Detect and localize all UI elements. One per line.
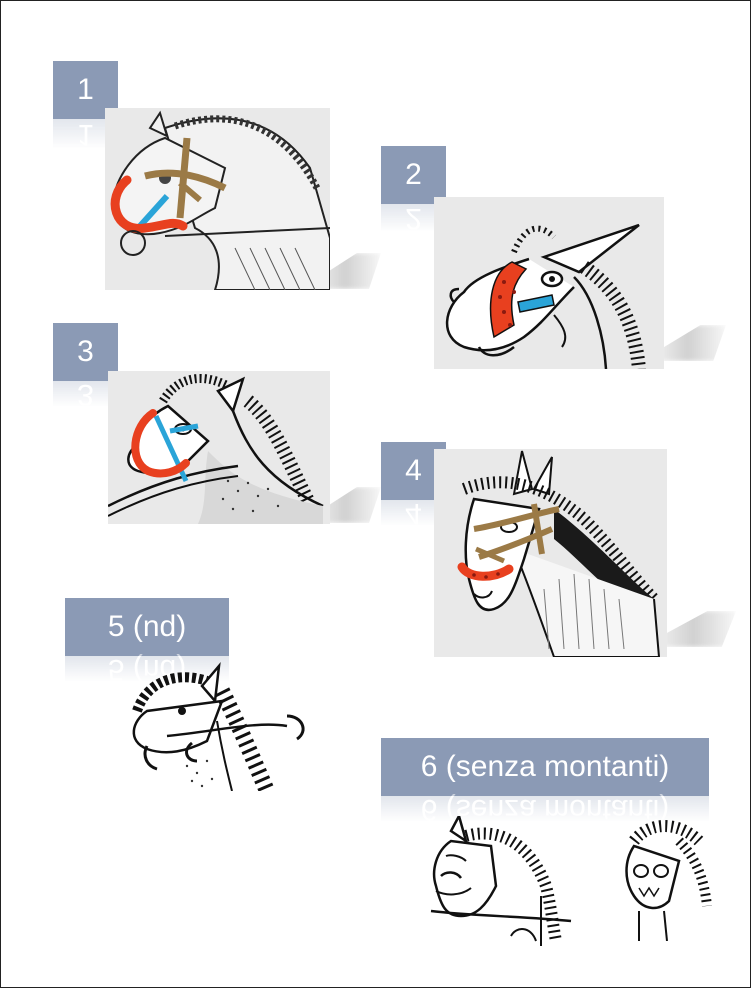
horse-head-icon: [619, 816, 714, 941]
label-6: 6 (senza montanti): [381, 738, 709, 796]
panel-4-horse-image: [434, 449, 667, 657]
horse-head-icon: [434, 449, 667, 657]
panel-1-horse-image: [105, 108, 330, 290]
panel-6-horse-image-left: [421, 816, 581, 946]
label-5: 5 (nd): [65, 598, 229, 656]
panel-5-horse-image: [127, 661, 313, 791]
horse-head-icon: [421, 816, 581, 946]
horse-head-icon: [127, 661, 313, 791]
panel-2-horse-image: [434, 197, 664, 369]
panel-6-horse-image-right: [619, 816, 714, 941]
label-2: 2: [381, 146, 446, 204]
horse-head-icon: [434, 197, 664, 369]
horse-head-icon: [108, 371, 330, 524]
horse-head-icon: [105, 108, 330, 290]
panel-3-horse-image: [108, 371, 330, 524]
